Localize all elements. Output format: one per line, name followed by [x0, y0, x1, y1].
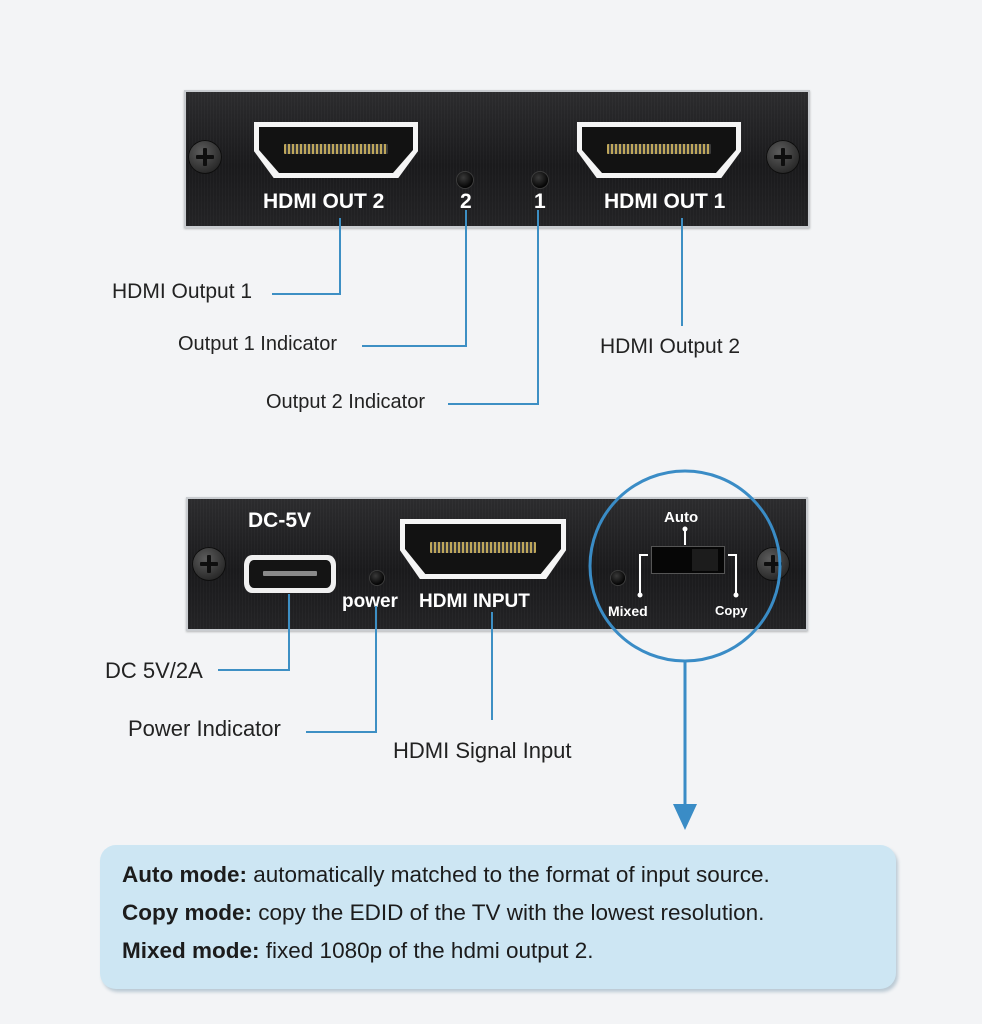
- screw-right-icon: [766, 140, 800, 174]
- copy-mode-line: Copy mode: copy the EDID of the TV with …: [122, 900, 765, 925]
- led-1-label: 1: [534, 190, 546, 213]
- switch-marker-lines: [637, 526, 739, 598]
- bottom-panel: DC-5V power HDMI INPUT Auto Mixed Copy: [186, 497, 808, 631]
- micro-usb-port: [244, 555, 336, 593]
- callout-output-1-indicator: Output 1 Indicator: [178, 333, 337, 355]
- dc-5v-label: DC-5V: [248, 509, 312, 532]
- hdmi-out-2-label: HDMI OUT 2: [263, 190, 385, 213]
- line-hdmi-output-1: [272, 218, 341, 295]
- output-2-led: [457, 172, 473, 188]
- mode-info-box: Auto mode: automatically matched to the …: [100, 845, 896, 989]
- callout-hdmi-signal-input: HDMI Signal Input: [393, 738, 572, 763]
- switch-copy-label: Copy: [715, 603, 748, 618]
- auto-mode-desc: automatically matched to the format of i…: [246, 862, 770, 887]
- callout-hdmi-output-1: HDMI Output 1: [112, 280, 253, 303]
- power-led: [370, 571, 384, 585]
- switch-side-led: [611, 571, 625, 585]
- screw-left-icon: [188, 140, 222, 174]
- switch-knob: [692, 549, 718, 571]
- switch-callout-circle: [588, 469, 782, 663]
- mixed-mode-line: Mixed mode: fixed 1080p of the hdmi outp…: [122, 938, 594, 963]
- line-dc-5v: [218, 594, 290, 671]
- callout-hdmi-output-2: HDMI Output 2: [600, 335, 741, 358]
- callout-dc-5v-2a: DC 5V/2A: [105, 658, 203, 683]
- line-output-1-indicator: [362, 210, 467, 347]
- copy-mode-desc: copy the EDID of the TV with the lowest …: [252, 900, 765, 925]
- screw-right-icon: [756, 547, 790, 581]
- output-1-led: [532, 172, 548, 188]
- hdmi-input-label: HDMI INPUT: [419, 591, 530, 612]
- auto-mode-name: Auto mode:: [122, 862, 247, 887]
- mixed-mode-name: Mixed mode:: [122, 938, 260, 963]
- copy-mode-name: Copy mode:: [122, 900, 253, 925]
- mixed-mode-desc: fixed 1080p of the hdmi output 2.: [259, 938, 594, 963]
- callout-output-2-indicator: Output 2 Indicator: [266, 391, 425, 413]
- switch-mixed-label: Mixed: [608, 603, 648, 619]
- screw-left-icon: [192, 547, 226, 581]
- power-label: power: [342, 591, 398, 612]
- auto-mode-line: Auto mode: automatically matched to the …: [122, 862, 770, 887]
- hdmi-input-port: [400, 519, 566, 579]
- line-power-indicator: [306, 606, 377, 733]
- hdmi-out-1-label: HDMI OUT 1: [604, 190, 726, 213]
- callout-power-indicator: Power Indicator: [128, 716, 281, 741]
- switch-auto-label: Auto: [664, 509, 699, 526]
- arrow-head-icon: [673, 804, 697, 830]
- line-output-2-indicator: [448, 210, 539, 405]
- mode-switch[interactable]: [652, 547, 724, 573]
- hdmi-out-2-port: [254, 122, 418, 178]
- top-panel: HDMI OUT 2 2 1 HDMI OUT 1: [184, 90, 810, 228]
- hdmi-out-1-port: [577, 122, 741, 178]
- led-2-label: 2: [460, 190, 472, 213]
